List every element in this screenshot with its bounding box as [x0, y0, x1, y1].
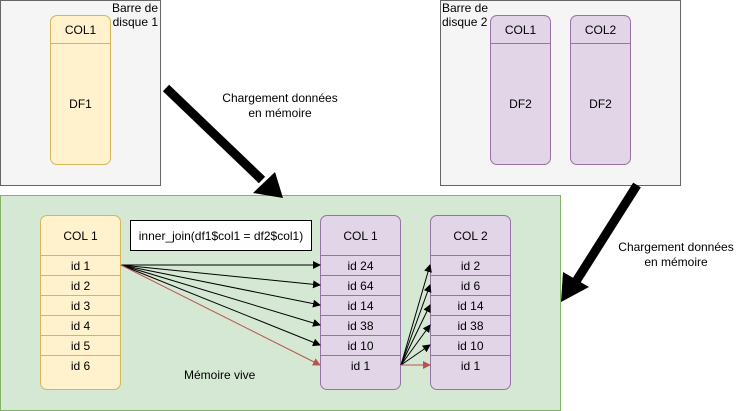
- lookup-arrows: [400, 264, 432, 369]
- disk-2-label-line2: disque 2: [442, 15, 488, 29]
- disk-1-label-line2: disque 1: [112, 15, 158, 29]
- load-note-1-line2: en mémoire: [248, 106, 312, 120]
- disk-2-column-1: COL1 DF2: [490, 15, 551, 165]
- join-expression-box: inner_join(df1$col1 = df2$col1): [130, 220, 312, 251]
- table-row: id 1: [350, 359, 371, 373]
- join-arrow-match: [120, 264, 321, 366]
- lookup-arrow: [400, 344, 431, 366]
- disk-1-column-body: DF1: [69, 97, 92, 111]
- disk-2-label: Barre de disque 2: [442, 1, 488, 29]
- df2-col1-table-header: COL 1: [321, 216, 400, 256]
- disk-2-column-1-body: DF2: [509, 97, 532, 111]
- join-arrows: [120, 261, 321, 366]
- table-row: id 64: [321, 276, 400, 296]
- join-arrow: [120, 264, 321, 327]
- table-row: id 3: [41, 296, 120, 316]
- load-note-2: Chargement données en mémoire: [611, 240, 741, 270]
- table-row: id 1: [41, 256, 120, 276]
- table-row: id 14: [321, 296, 400, 316]
- lookup-arrow: [400, 284, 432, 366]
- df2-col1-table: COL 1 id 24 id 64 id 14 id 38 id 10 id 1: [320, 215, 401, 390]
- lookup-arrow: [400, 324, 431, 366]
- disk-2-panel: Barre de disque 2: [440, 0, 681, 186]
- disk-2-label-line1: Barre de: [442, 1, 489, 15]
- disk-2-column-1-header: COL1: [491, 16, 550, 44]
- table-row: id 10: [431, 336, 510, 356]
- table-row: id 6: [431, 276, 510, 296]
- table-row: id 4: [41, 316, 120, 336]
- table-row: id 38: [431, 316, 510, 336]
- join-arrow: [120, 264, 321, 308]
- table-row: id 2: [431, 256, 510, 276]
- table-row: id 38: [321, 316, 400, 336]
- disk-1-label-line1: Barre de: [111, 1, 158, 15]
- table-row: id 14: [431, 296, 510, 316]
- disk-2-column-2: COL2 DF2: [570, 15, 631, 165]
- load-note-1: Chargement données en mémoire: [215, 91, 345, 121]
- disk-2-column-2-header: COL2: [571, 16, 630, 44]
- join-arrow: [120, 264, 321, 289]
- disk-1-column: COL1 DF1: [50, 15, 111, 165]
- disk-1-column-header: COL1: [51, 16, 110, 44]
- load-arrow-2: [561, 182, 641, 302]
- join-arrow: [120, 264, 321, 347]
- table-row: id 2: [41, 276, 120, 296]
- load-note-1-line1: Chargement données: [222, 91, 338, 105]
- table-row: id 1: [460, 359, 481, 373]
- disk-2-column-2-body: DF2: [589, 97, 612, 111]
- lookup-arrow: [400, 304, 431, 366]
- table-row: id 10: [321, 336, 400, 356]
- df1-table-header: COL 1: [41, 216, 120, 256]
- memory-label: Mémoire vive: [184, 368, 256, 382]
- df2-col2-table-header: COL 2: [431, 216, 510, 256]
- table-row: id 5: [41, 336, 120, 356]
- table-row: id 6: [70, 359, 91, 373]
- lookup-arrow: [400, 264, 432, 366]
- table-row: id 24: [321, 256, 400, 276]
- load-arrow-1: [162, 84, 283, 198]
- df1-table: COL 1 id 1 id 2 id 3 id 4 id 5 id 6: [40, 215, 121, 390]
- disk-1-label: Barre de disque 1: [112, 1, 158, 29]
- load-note-2-line1: Chargement données: [618, 240, 734, 254]
- load-note-2-line2: en mémoire: [644, 255, 708, 269]
- df2-col2-table: COL 2 id 2 id 6 id 14 id 38 id 10 id 1: [430, 215, 511, 390]
